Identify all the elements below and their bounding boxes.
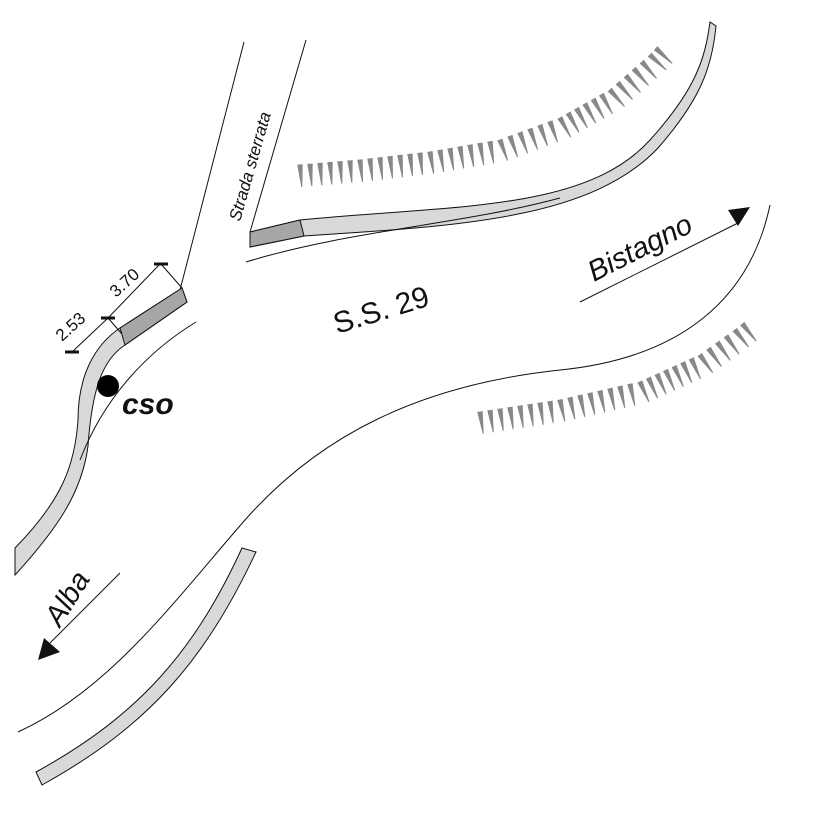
hatch-tooth bbox=[671, 364, 684, 387]
hatch-tooth bbox=[688, 357, 701, 380]
hatch-tooth bbox=[617, 385, 626, 409]
hatch-tooth bbox=[582, 102, 597, 124]
hatch-tooth bbox=[615, 80, 633, 100]
hatch-tooth bbox=[477, 411, 484, 434]
dim-leader-top bbox=[160, 263, 183, 289]
point-label: cso bbox=[122, 388, 174, 421]
hatch-tooth bbox=[647, 52, 667, 71]
hatch-tooth bbox=[577, 394, 586, 418]
sidewalk-north-east-measured bbox=[249, 219, 305, 248]
hatch-tooth bbox=[367, 158, 373, 181]
hatch-tooth bbox=[517, 405, 524, 428]
hatch-tooth bbox=[507, 134, 519, 158]
hatch-tooth bbox=[507, 406, 514, 430]
direction-label-west: Alba bbox=[38, 566, 97, 634]
hatch-tooth bbox=[706, 346, 722, 367]
sidewalk-south bbox=[35, 547, 257, 786]
hatch-tooth bbox=[337, 160, 343, 184]
hatch-tooth bbox=[697, 352, 714, 374]
hatch-tooth bbox=[740, 321, 757, 342]
point-marker bbox=[97, 375, 119, 397]
dim-line-inner bbox=[71, 317, 109, 353]
hatch-tooth bbox=[574, 106, 588, 129]
hatch-tooth bbox=[417, 152, 423, 176]
hatch-tooth bbox=[457, 145, 465, 169]
dim-label-outer: 3.70 bbox=[106, 265, 143, 301]
hatch-tooth bbox=[537, 123, 549, 147]
hatch-tooth bbox=[565, 111, 580, 133]
hatch-tooth bbox=[587, 392, 596, 415]
alba-guide bbox=[49, 572, 121, 644]
hatch-tooth bbox=[467, 144, 475, 167]
hatch-tooth bbox=[680, 361, 693, 384]
hatch-tooth bbox=[547, 400, 554, 424]
hatch-tooth bbox=[723, 334, 740, 355]
hatch-tooth bbox=[307, 163, 313, 187]
hatch-tooth bbox=[623, 73, 641, 93]
hatch-tooth bbox=[527, 127, 539, 150]
dim-line-outer bbox=[107, 263, 161, 319]
hatch-tooth bbox=[487, 140, 495, 164]
hatch-tooth bbox=[377, 156, 383, 180]
sidewalk-north-east bbox=[249, 21, 717, 248]
hatch-tooth bbox=[654, 372, 667, 395]
hatch-tooth bbox=[653, 46, 673, 64]
hatch-tooth bbox=[732, 327, 750, 348]
hatch-tooth bbox=[662, 368, 676, 391]
road-edge-south bbox=[17, 204, 771, 733]
hatch-tooth bbox=[347, 160, 353, 183]
hatch-tooth bbox=[497, 138, 509, 161]
hatch-tooth bbox=[427, 151, 435, 174]
embankment-hatch-south-east bbox=[477, 321, 757, 434]
hatch-tooth bbox=[637, 380, 650, 403]
hatch-tooth bbox=[517, 131, 529, 154]
hatch-tooth bbox=[327, 161, 333, 185]
embankment-hatch-north bbox=[297, 46, 673, 188]
dim-leader-mid bbox=[107, 317, 123, 335]
hatch-tooth bbox=[627, 383, 636, 406]
road-edge-west-inner bbox=[79, 321, 197, 461]
dirt-road-edge-left bbox=[179, 41, 245, 291]
hatch-tooth bbox=[645, 376, 659, 399]
hatch-tooth bbox=[557, 398, 566, 422]
side-road-label: Strada sterrata bbox=[226, 110, 275, 223]
dirt-road-edge-right bbox=[249, 39, 307, 233]
hatch-tooth bbox=[317, 162, 323, 186]
hatch-tooth bbox=[357, 159, 363, 182]
hatch-tooth bbox=[597, 389, 606, 413]
hatch-tooth bbox=[437, 149, 445, 173]
hatch-tooth bbox=[607, 387, 616, 411]
road-label: S.S. 29 bbox=[329, 280, 433, 340]
hatch-tooth bbox=[407, 153, 413, 177]
hatch-tooth bbox=[639, 59, 657, 79]
hatch-tooth bbox=[527, 403, 534, 427]
hatch-tooth bbox=[557, 116, 572, 138]
alba-arrow bbox=[38, 638, 60, 660]
dim-label-inner: 2.53 bbox=[52, 309, 89, 345]
hatch-tooth bbox=[537, 402, 544, 425]
hatch-tooth bbox=[447, 147, 455, 171]
hatch-tooth bbox=[607, 87, 625, 107]
bistagno-arrow bbox=[728, 207, 750, 226]
hatch-tooth bbox=[590, 97, 605, 119]
hatch-tooth bbox=[547, 120, 559, 143]
hatch-tooth bbox=[477, 142, 485, 166]
hatch-tooth bbox=[487, 409, 494, 433]
sidewalk-west bbox=[14, 287, 188, 577]
hatch-tooth bbox=[599, 92, 613, 115]
hatch-tooth bbox=[397, 154, 403, 178]
hatch-tooth bbox=[497, 408, 504, 431]
hatch-tooth bbox=[297, 164, 303, 188]
direction-label-east: Bistagno bbox=[583, 208, 698, 288]
hatch-tooth bbox=[387, 155, 393, 179]
road-edge-north bbox=[245, 197, 561, 263]
hatch-tooth bbox=[567, 396, 576, 420]
hatch-tooth bbox=[631, 66, 649, 86]
sidewalk-west-measured bbox=[119, 287, 188, 346]
bistagno-guide bbox=[579, 221, 741, 303]
hatch-tooth bbox=[714, 340, 731, 361]
